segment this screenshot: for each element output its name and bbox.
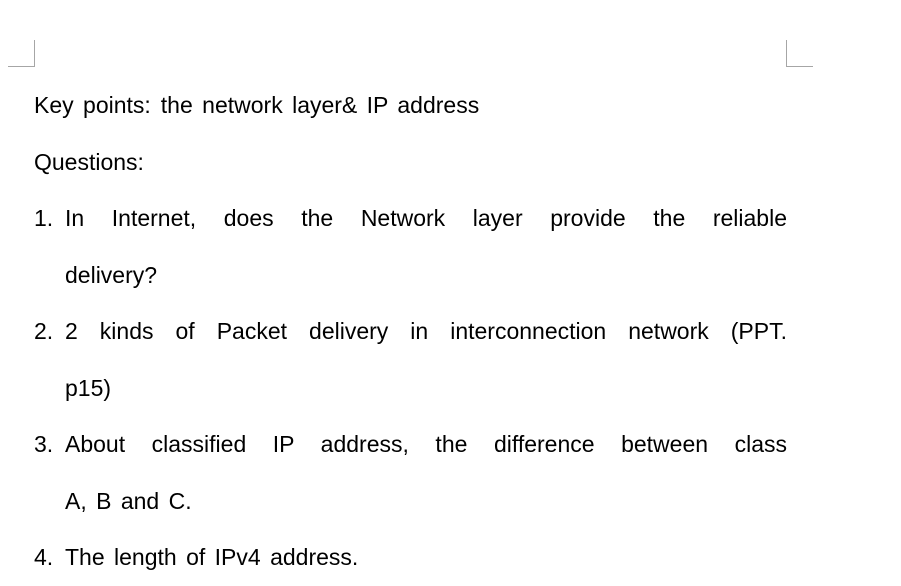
question-text-line2: delivery? xyxy=(65,261,158,288)
question-number: 1. xyxy=(34,205,54,231)
question-number: 4. xyxy=(34,544,54,570)
question-text-line2: A, B and C. xyxy=(65,487,192,514)
margin-corner-top-left xyxy=(8,40,35,67)
key-points-text: the network layer& IP address xyxy=(160,92,480,118)
question-item-3: 3. About classified IP address, the diff… xyxy=(34,416,794,529)
margin-corner-top-right xyxy=(786,40,813,67)
question-text-line1: In Internet, does the Network layer prov… xyxy=(65,205,787,231)
document-body: Key points: the network layer& IP address… xyxy=(34,77,794,586)
questions-heading: Questions: xyxy=(34,148,144,175)
question-text-line2: p15) xyxy=(65,374,112,401)
question-item-2: 2. 2 kinds of Packet delivery in interco… xyxy=(34,303,794,416)
question-item-4: 4. The length of IPv4 address. xyxy=(34,529,794,586)
key-points-line: Key points: the network layer& IP address xyxy=(34,77,794,134)
question-item-1: 1. In Internet, does the Network layer p… xyxy=(34,190,794,303)
question-text-line1: 2 kinds of Packet delivery in interconne… xyxy=(65,318,787,344)
question-text-line1: About classified IP address, the differe… xyxy=(65,431,787,457)
question-number: 3. xyxy=(34,431,54,457)
key-points-label: Key points: xyxy=(34,92,151,118)
question-number: 2. xyxy=(34,318,54,344)
question-text-line1: The length of IPv4 address. xyxy=(65,544,359,570)
